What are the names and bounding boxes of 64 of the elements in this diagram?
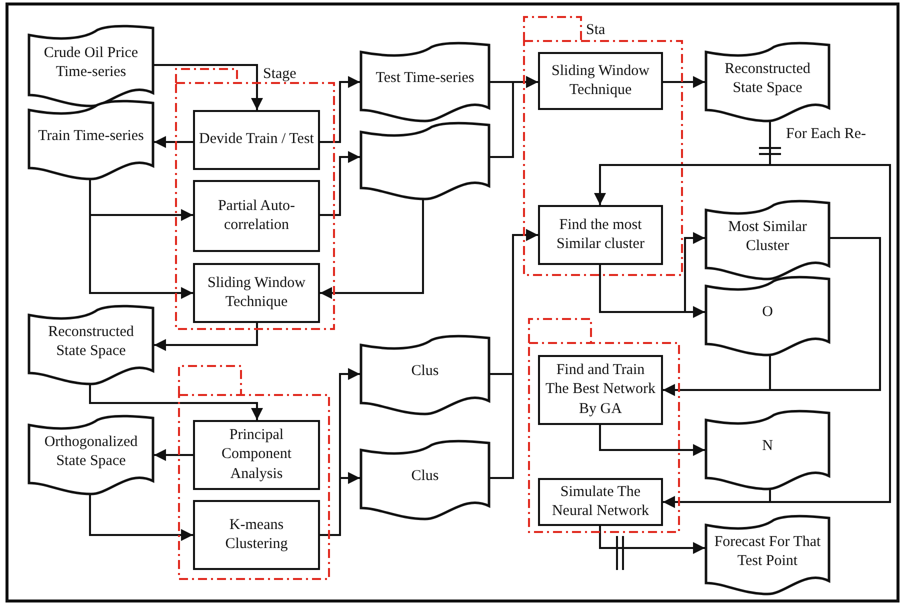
document-shape [705, 410, 830, 490]
document-label: Test Time-series [376, 69, 474, 88]
arrow [490, 229, 538, 479]
step-label: Partial Auto-correlation [216, 196, 296, 235]
note-label: For Each Re- [786, 126, 866, 143]
arrow [154, 136, 193, 148]
arrow [154, 64, 263, 110]
document-label: Forecast For That Test Point [713, 532, 822, 571]
arrow [89, 495, 193, 541]
process-box [538, 205, 663, 265]
arrow [320, 151, 360, 216]
arrow [154, 323, 258, 351]
document-shape [360, 122, 490, 200]
process-box [538, 355, 663, 425]
document-shape [28, 25, 154, 107]
document-shape [28, 305, 154, 385]
process-box [193, 500, 320, 570]
arrow [320, 472, 360, 536]
document-shape [360, 335, 490, 415]
arrow [490, 76, 538, 158]
step-label: Find the most Similar cluster [556, 216, 646, 254]
document-label: N [762, 437, 773, 456]
document-label: Clus [411, 362, 439, 382]
document-label: Clus [411, 467, 439, 486]
stage-heading: Stage [263, 66, 296, 83]
document-shape [705, 200, 830, 280]
arrow [320, 76, 360, 143]
arrow [89, 180, 193, 299]
document-label: Crude Oil Price Time-series [42, 44, 140, 82]
arrow [89, 385, 263, 420]
document-shape [705, 515, 830, 595]
document-shape [28, 415, 154, 495]
step-label: Find and Train The Best Network By GA [544, 360, 656, 419]
document-shape [705, 276, 830, 356]
arrow [154, 449, 193, 461]
process-box [193, 110, 320, 170]
document-label: Train Time-series [38, 127, 144, 146]
process-box [538, 478, 663, 526]
step-label: Sliding Window Technique [206, 274, 306, 312]
document-shape [28, 100, 154, 180]
step-label: Simulate The Neural Network [550, 482, 650, 521]
document-label: O [762, 303, 773, 322]
process-box [193, 180, 320, 252]
document-shape [705, 42, 830, 122]
document-label: Reconstructed State Space [47, 322, 135, 361]
document-label: Reconstructed State Space [724, 60, 812, 98]
stage-heading: Sta [586, 22, 606, 39]
process-box [193, 420, 320, 490]
process-box [538, 52, 663, 110]
step-label: Principal Component Analysis [220, 426, 292, 484]
step-label: Devide Train / Test [199, 130, 314, 150]
process-box [193, 263, 320, 323]
arrow [599, 425, 705, 456]
document-label: Most Similar Cluster [727, 218, 808, 256]
step-label: K-means Clustering [224, 516, 289, 554]
document-label: Orthogonalized State Space [43, 432, 139, 471]
arrow [663, 490, 771, 508]
document-shape [360, 42, 490, 122]
document-shape [360, 440, 490, 520]
arrow [320, 200, 424, 299]
arrow [599, 526, 705, 554]
arrow [663, 76, 705, 88]
step-label: Sliding Window Technique [550, 62, 650, 100]
arrow [663, 356, 771, 396]
